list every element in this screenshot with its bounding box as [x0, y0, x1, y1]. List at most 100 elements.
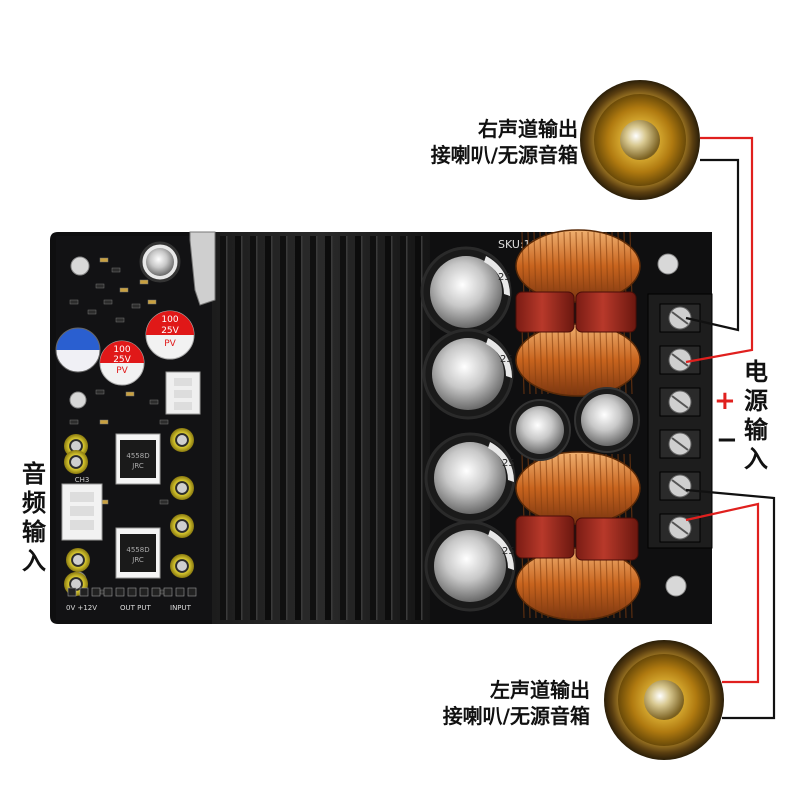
heatsink-fin-highlight [376, 236, 378, 620]
screw-terminal [659, 387, 701, 417]
screw-terminal [659, 303, 701, 333]
copper-inductor-coil [515, 547, 641, 621]
cap-red-2: 100 25V PV [145, 310, 195, 360]
opamp-chip-2: 4558D JRC [115, 527, 161, 579]
cap2-line2: 25V [161, 326, 179, 336]
cap-electrolytic-large: 25 [422, 328, 514, 420]
film-capacitor [575, 517, 639, 561]
smd-component [115, 317, 125, 323]
heatsink-fin-highlight [286, 236, 288, 620]
heatsink-fin [235, 236, 241, 620]
left-channel-line2: 接喇叭/无源音箱 [442, 704, 590, 728]
copper-inductor-coil [515, 451, 641, 525]
heatsink-fin [265, 236, 271, 620]
heatsink-fin-highlight [391, 236, 393, 620]
heatsink-fin-highlight [406, 236, 408, 620]
silk-channel: CH3 [75, 476, 90, 484]
heatsink-fin [385, 236, 391, 620]
smd-component [159, 499, 169, 505]
header-pin [151, 587, 161, 597]
input-section: 100 25V PV 100 25V PV 4558D JRC [55, 241, 201, 612]
terminal-block [647, 293, 713, 549]
heatsink-fin-highlight [301, 236, 303, 620]
connector-audio-input: CH3 [61, 476, 103, 541]
wire-bottom-red [685, 502, 760, 684]
power-input-label: 电 源 输 入 [741, 357, 771, 473]
cap-yellow-small [170, 428, 194, 452]
header-pin [127, 587, 137, 597]
mount-hole-top-right [657, 253, 679, 275]
left-channel-line1: 左声道输出 [490, 678, 590, 702]
cap-electrolytic-large: 25 [424, 432, 516, 524]
wires [685, 136, 776, 720]
heatsink-fin [250, 236, 256, 620]
cap1-line1: 100 [113, 345, 130, 355]
smd-component [99, 419, 109, 425]
smd-component [111, 267, 121, 273]
cap-voltage-mark: 25 [502, 458, 515, 469]
header-pin [175, 587, 185, 597]
heatsink-fin [280, 236, 286, 620]
heatsink-fin [355, 236, 361, 620]
header-pin [115, 587, 125, 597]
smd-component [149, 399, 159, 405]
wire-top-red [685, 136, 754, 364]
smd-component [95, 283, 105, 289]
cap-blue [55, 327, 101, 373]
cap1-line3: PV [116, 366, 128, 376]
cap2-line1: 100 [161, 315, 178, 325]
heatsink-fin-highlight [421, 236, 423, 620]
header-pin [67, 587, 77, 597]
cap-yellow-small [66, 548, 90, 572]
power-input-char-4: 入 [744, 444, 768, 473]
header-pin [163, 587, 173, 597]
cap-voltage-mark: 25 [502, 546, 515, 557]
screw-terminal [659, 471, 701, 501]
left-channel-label: 左声道输出 接喇叭/无源音箱 [443, 677, 590, 729]
heatsink-fin [415, 236, 421, 620]
mount-hole-bot-right [665, 575, 687, 597]
opamp1-brand: JRC [131, 462, 144, 470]
smd-component [131, 303, 141, 309]
opamp-chip-1: 4558D JRC [115, 433, 161, 485]
connector-3pin-top [165, 371, 201, 415]
heatsink-fin-highlight [316, 236, 318, 620]
heatsink [212, 232, 430, 624]
smd-component [159, 419, 169, 425]
heatsink-fin-highlight [226, 236, 228, 620]
cap-yellow-small [64, 450, 88, 474]
smd-component [87, 309, 97, 315]
smd-component [69, 299, 79, 305]
cap-electrolytic-large: 25 [424, 520, 516, 612]
header-pin [79, 587, 89, 597]
power-input-char-1: 电 [744, 357, 768, 386]
heatsink-fin [325, 236, 331, 620]
audio-input-char-1: 音 [22, 459, 46, 488]
power-input-char-2: 源 [744, 386, 768, 415]
cap-mid-1 [509, 399, 571, 461]
cap-yellow-small [170, 514, 194, 538]
heatsink-fin [295, 236, 301, 620]
right-channel-line2: 接喇叭/无源音箱 [430, 143, 578, 167]
minus-sign: − [716, 425, 738, 455]
copper-inductor-coil [515, 229, 641, 303]
heatsink-fin-highlight [256, 236, 258, 620]
cap-red-1: 100 25V PV [99, 340, 145, 386]
heatsink-fin-highlight [361, 236, 363, 620]
heatsink-fin [310, 236, 316, 620]
smd-component [139, 279, 149, 285]
header-pin [103, 587, 113, 597]
right-channel-label: 右声道输出 接喇叭/无源音箱 [431, 116, 578, 168]
smd-component [103, 299, 113, 305]
audio-input-char-2: 频 [22, 488, 46, 517]
film-capacitor [515, 515, 575, 559]
screw-terminal [659, 429, 701, 459]
header-pin [139, 587, 149, 597]
audio-input-char-4: 入 [22, 546, 46, 575]
smd-component [95, 389, 105, 395]
heatsink-fin [370, 236, 376, 620]
cap2-line3: PV [164, 339, 176, 349]
silk-output: OUT PUT [120, 604, 151, 612]
smd-component [69, 419, 79, 425]
